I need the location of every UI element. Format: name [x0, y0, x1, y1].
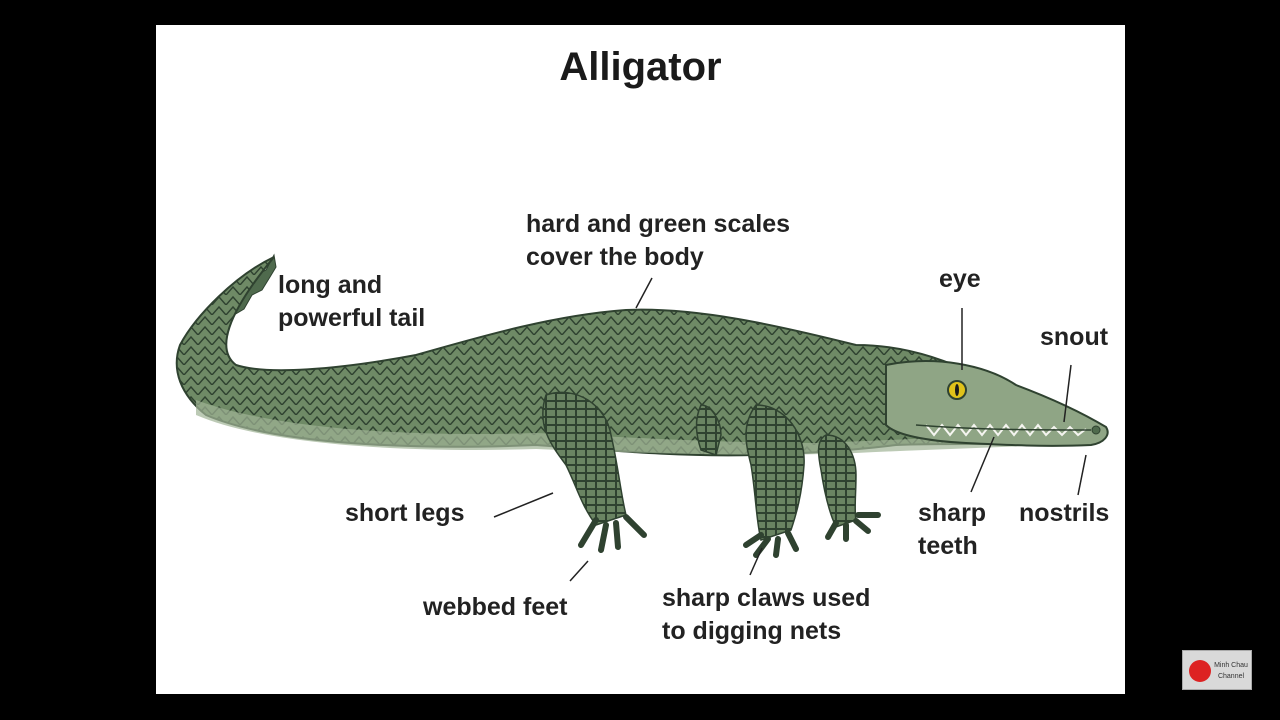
- channel-logo-icon: [1189, 660, 1211, 682]
- leader-teeth: [970, 436, 995, 493]
- nostril: [1091, 425, 1101, 435]
- label-claws: sharp claws used to digging nets: [662, 582, 870, 648]
- front-foot-right: [825, 512, 881, 542]
- leader-scales: [635, 277, 653, 309]
- label-tail: long and powerful tail: [278, 269, 425, 335]
- label-scales-line-2: cover the body: [526, 243, 704, 271]
- leader-webbed-feet: [569, 560, 589, 582]
- rear-leg-back: [695, 404, 722, 456]
- label-scales-line-1: hard and green scales: [526, 210, 791, 238]
- slide: Alligator: [156, 25, 1125, 694]
- label-webbed-feet: webbed feet: [423, 593, 568, 621]
- channel-name-line-1: Minh Chau: [1214, 662, 1248, 669]
- label-snout: snout: [1040, 323, 1109, 351]
- label-teeth-line-1: sharp: [918, 499, 987, 527]
- leader-snout: [1063, 364, 1072, 423]
- label-claws-line-2: to digging nets: [662, 617, 842, 645]
- label-eye: eye: [939, 265, 981, 293]
- leader-nostrils: [1077, 454, 1087, 496]
- front-foot-left: [578, 514, 647, 553]
- label-tail-line-2: powerful tail: [278, 304, 426, 332]
- label-teeth: sharp teeth: [918, 497, 986, 563]
- back-foot: [743, 530, 799, 558]
- label-nostrils: nostrils: [1019, 499, 1110, 527]
- label-teeth-line-2: teeth: [918, 532, 978, 560]
- leader-lines: [493, 277, 1087, 582]
- channel-watermark: Minh Chau Channel: [1182, 650, 1252, 690]
- teeth: [925, 423, 1087, 437]
- back-leg: [745, 404, 805, 541]
- leader-short-legs: [493, 492, 554, 518]
- channel-name-line-2: Channel: [1217, 673, 1245, 680]
- label-claws-line-1: sharp claws used: [662, 584, 871, 612]
- label-short-legs: short legs: [345, 499, 465, 527]
- label-scales: hard and green scales cover the body: [526, 208, 790, 274]
- alligator-illustration: [175, 253, 1109, 582]
- alligator-belly: [196, 400, 1086, 455]
- channel-name: Minh Chau Channel: [1211, 660, 1251, 682]
- label-tail-line-1: long and: [278, 271, 383, 299]
- leader-claws: [749, 547, 763, 576]
- diagram-title: Alligator: [559, 45, 722, 89]
